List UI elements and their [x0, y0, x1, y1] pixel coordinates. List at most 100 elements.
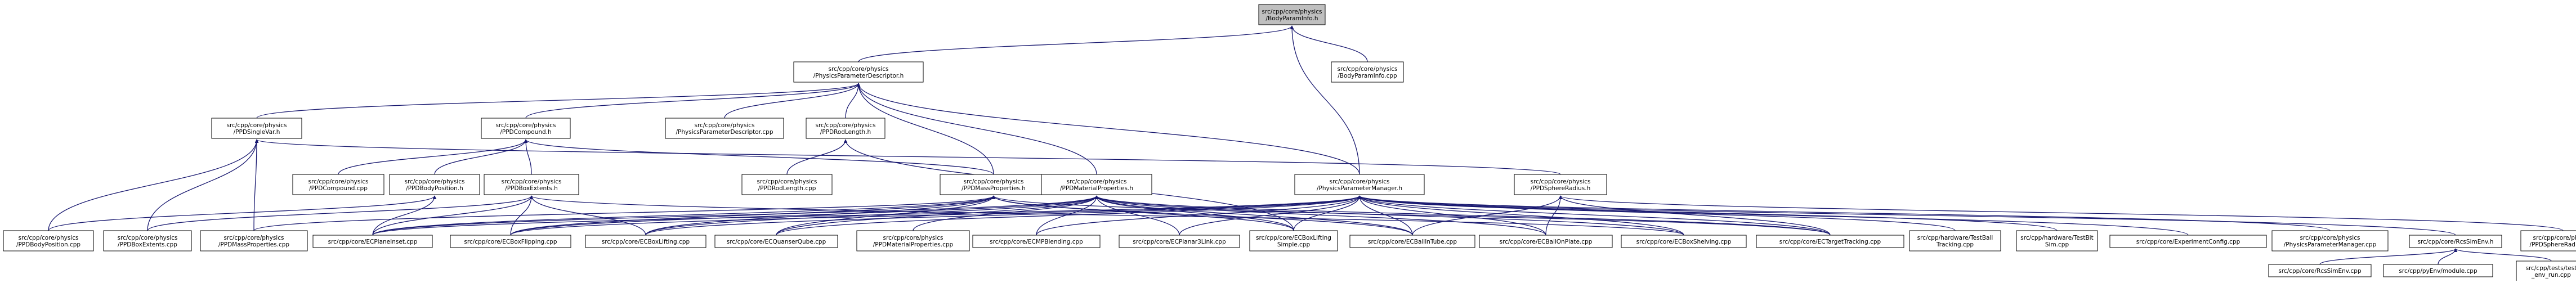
dependency-edge: [524, 139, 532, 175]
dependency-edge: [372, 195, 534, 236]
node-label-line: src/cpp/core/ExperimentConfig.cpp: [2136, 239, 2240, 245]
node-label-line: src/cpp/core/physics: [695, 122, 755, 129]
graph-node-expconfig[interactable]: src/cpp/core/ExperimentConfig.cpp: [2109, 235, 2267, 248]
dependency-edge: [856, 83, 1360, 175]
node-label-line: src/cpp/core/physics: [757, 178, 817, 185]
node-box: [2409, 235, 2502, 248]
dependency-edge: [858, 25, 1294, 62]
graph-node-ppm-cpp[interactable]: src/cpp/core/physics/PhysicsParameterMan…: [2271, 230, 2389, 251]
node-box: [2520, 230, 2576, 251]
dependency-edge: [1094, 195, 1684, 236]
graph-node-ballonplate[interactable]: src/cpp/core/ECBallOnPlate.cpp: [1479, 235, 1613, 248]
graph-node-targettracking[interactable]: src/cpp/core/ECTargetTracking.cpp: [1756, 235, 1904, 248]
dependency-edge: [1290, 25, 1360, 175]
graph-node-ppm-h[interactable]: src/cpp/core/physics/PhysicsParameterMan…: [1294, 174, 1425, 195]
graph-node-rodlen-cpp[interactable]: src/cpp/core/physics/PPDRodLength.cpp: [741, 174, 833, 195]
node-label-line: src/cpp/core/RcsSimEnv.h: [2418, 239, 2494, 245]
graph-node-boxext-cpp[interactable]: src/cpp/core/physics/PPDBoxExtents.cpp: [103, 230, 192, 251]
graph-node-ppd-cpp[interactable]: src/cpp/core/physics/PhysicsParameterDes…: [665, 118, 784, 139]
node-label-line: src/cpp/core/physics: [1531, 178, 1591, 185]
dependency-edge: [1559, 195, 2564, 231]
graph-node-rcssimenv-cpp[interactable]: src/cpp/core/RcsSimEnv.cpp: [2268, 264, 2372, 277]
graph-node-compound-h[interactable]: src/cpp/core/physics/PPDCompound.h: [481, 118, 571, 139]
graph-node-rcssimenv-h[interactable]: src/cpp/core/RcsSimEnv.h: [2409, 235, 2502, 248]
graph-node-bpi-cpp[interactable]: src/cpp/core/physics/BodyParamInfo.cpp: [1331, 61, 1404, 83]
node-label-line: src/cpp/hardware/TestBall: [1917, 235, 1993, 241]
dependency-edge: [1036, 195, 1362, 236]
node-box: [806, 118, 886, 139]
node-label-line: /PhysicsParameterDescriptor.cpp: [676, 129, 773, 136]
graph-node-matprop-h[interactable]: src/cpp/core/physics/PPDMaterialProperti…: [1041, 174, 1152, 195]
dependency-edge: [253, 139, 259, 231]
node-box: [3, 230, 94, 251]
dependency-edge: [524, 139, 994, 175]
dependency-edge: [48, 139, 259, 231]
graph-node-mpblending[interactable]: src/cpp/core/ECMPBlending.cpp: [972, 235, 1101, 248]
node-box: [2268, 264, 2372, 277]
node-label-line: src/cpp/core/physics: [964, 178, 1024, 185]
node-label-line: src/cpp/core/ECBoxLifting.cpp: [602, 239, 690, 245]
node-label-line: /PPDCompound.cpp: [309, 185, 368, 192]
node-label-line: src/cpp/core/ECBallOnPlate.cpp: [1500, 239, 1593, 245]
dependency-edge: [1558, 195, 1831, 236]
graph-node-boxflipping[interactable]: src/cpp/core/ECBoxFlipping.cpp: [450, 235, 571, 248]
graph-node-matprop-cpp[interactable]: src/cpp/core/physics/PPDMaterialProperti…: [856, 230, 970, 251]
graph-node-massprop-h[interactable]: src/cpp/core/physics/PPDMassProperties.h: [940, 174, 1048, 195]
node-box: [665, 118, 784, 139]
node-box: [940, 174, 1048, 195]
node-label-line: src/cpp/core/physics: [829, 66, 889, 73]
dependency-edge: [1094, 195, 1413, 236]
node-label-line: Sim.cpp: [2045, 241, 2069, 248]
node-label-line: /PhysicsParameterDescriptor.h: [813, 73, 904, 79]
node-box: [312, 235, 433, 248]
dependency-edges: [48, 25, 2564, 265]
node-label-line: /PPDMaterialProperties.h: [1060, 185, 1133, 192]
dependency-edge: [645, 195, 996, 236]
graph-node-boxlifting[interactable]: src/cpp/core/ECBoxLifting.cpp: [585, 235, 706, 248]
dependency-edge: [1357, 195, 1413, 236]
graph-node-tests-envrun[interactable]: src/cpp/tests/test_env_run.cpp: [2516, 260, 2576, 282]
graph-node-ppd-h[interactable]: src/cpp/core/physics/PhysicsParameterDes…: [793, 61, 924, 83]
graph-node-bpi-h[interactable]: src/cpp/core/physics/BodyParamInfo.h: [1258, 4, 1326, 25]
dependency-edge: [2438, 248, 2458, 265]
graph-node-singlevar[interactable]: src/cpp/core/physics/PPDSingleVar.h: [211, 118, 302, 139]
node-box: [1621, 235, 1747, 248]
graph-node-bodypos-cpp[interactable]: src/cpp/core/physics/PPDBodyPosition.cpp: [3, 230, 94, 251]
dependency-edge: [645, 195, 1362, 236]
graph-node-sphere-cpp[interactable]: src/cpp/core/physics/PPDSphereRadius.cpp: [2520, 230, 2576, 251]
node-label-line: /PhysicsParameterManager.cpp: [2284, 241, 2377, 248]
node-box: [972, 235, 1101, 248]
dependency-edge: [338, 139, 528, 175]
node-box: [1756, 235, 1904, 248]
graph-node-compound-cpp[interactable]: src/cpp/core/physics/PPDCompound.cpp: [292, 174, 384, 195]
dependency-edge: [253, 195, 995, 231]
node-label-line: /BodyParamInfo.h: [1266, 15, 1318, 22]
node-label-line: src/cpp/core/physics: [118, 235, 178, 241]
node-label-line: src/cpp/core/ECTargetTracking.cpp: [1779, 239, 1881, 245]
dependency-edge: [434, 139, 528, 175]
node-box: [292, 174, 384, 195]
graph-node-bodypos-h[interactable]: src/cpp/core/physics/PPDBodyPosition.h: [389, 174, 480, 195]
node-label-line: src/cpp/core/physics: [19, 235, 79, 241]
graph-node-boxext-h[interactable]: src/cpp/core/physics/PPDBoxExtents.h: [484, 174, 579, 195]
graph-node-pyenvmodule[interactable]: src/cpp/pyEnv/module.cpp: [2383, 264, 2493, 277]
graph-node-planar3link[interactable]: src/cpp/core/ECPlanar3Link.cpp: [1119, 235, 1240, 248]
graph-node-planeinset[interactable]: src/cpp/core/ECPlaneInset.cpp: [312, 235, 433, 248]
dependency-edge: [510, 195, 996, 236]
graph-node-boxshelving[interactable]: src/cpp/core/ECBoxShelving.cpp: [1621, 235, 1747, 248]
node-box: [1249, 230, 1338, 251]
graph-node-sphere-h[interactable]: src/cpp/core/physics/PPDSphereRadius.h: [1514, 174, 1607, 195]
graph-node-qube[interactable]: src/cpp/core/ECQuanserQube.cpp: [714, 235, 838, 248]
node-label-line: src/cpp/core/ECBallInTube.cpp: [1368, 239, 1457, 245]
node-box: [1479, 235, 1613, 248]
node-label-line: src/cpp/hardware/TestBit: [2020, 235, 2093, 241]
graph-node-massprop-cpp[interactable]: src/cpp/core/physics/PPDMassProperties.c…: [200, 230, 308, 251]
node-label-line: /PPDBoxExtents.h: [505, 185, 557, 192]
dependency-edge: [845, 83, 861, 119]
node-label-line: src/cpp/core/ECPlaneInset.cpp: [328, 239, 418, 245]
graph-node-rodlen-h[interactable]: src/cpp/core/physics/PPDRodLength.h: [806, 118, 886, 139]
graph-node-ballintube[interactable]: src/cpp/core/ECBallInTube.cpp: [1349, 235, 1475, 248]
